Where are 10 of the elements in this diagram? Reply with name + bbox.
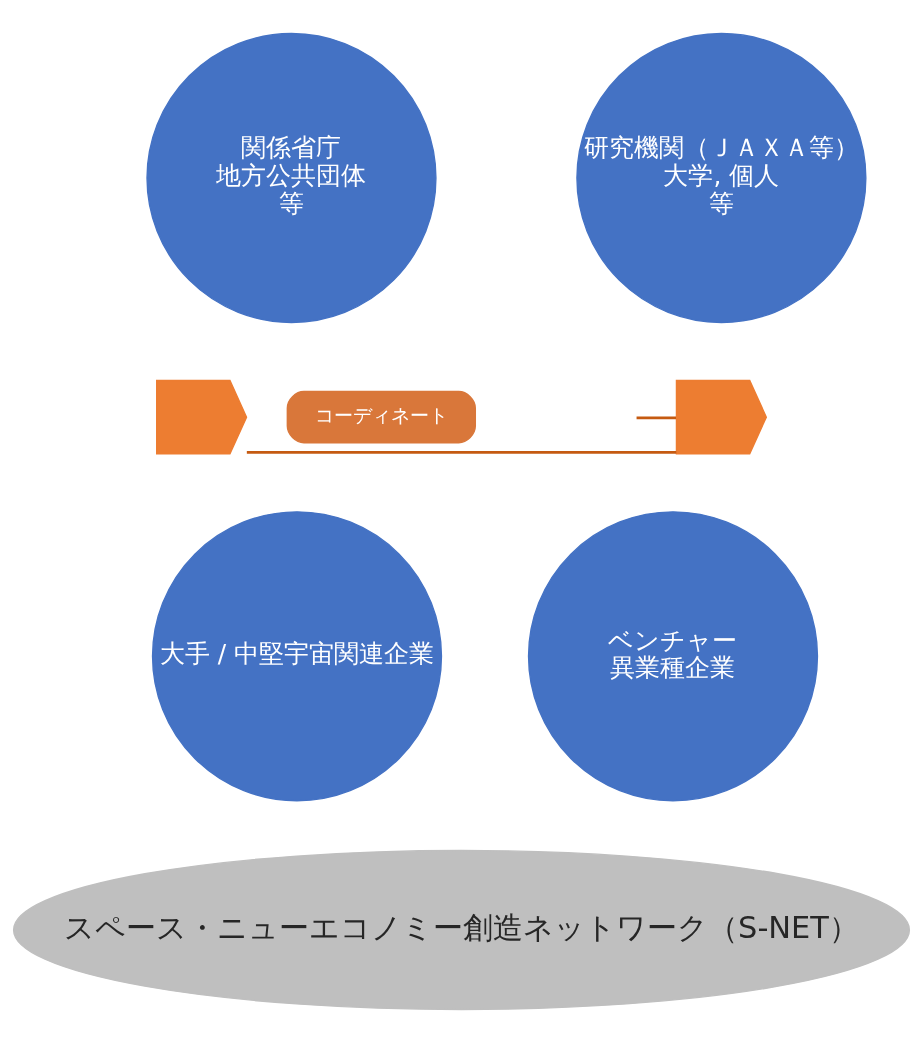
node-ellipse: スペース・ニューエコノミー創造ネットワーク（S-NET） [12,849,911,1011]
node-circle: 研究機関（ＪＡＸＡ等） 大学, 個人 等 [576,32,867,324]
node-circle: ベンチャー 異業種企業 [527,511,819,802]
connector [246,451,677,454]
node-chevron [156,379,248,455]
node-chevron [675,379,768,455]
node-circle: 関係省庁 地方公共団体 等 [146,32,437,324]
node-box: コーディネート [286,390,476,444]
connector [636,416,676,420]
node-circle: 大手 / 中堅宇宙関連企業 [151,511,443,802]
